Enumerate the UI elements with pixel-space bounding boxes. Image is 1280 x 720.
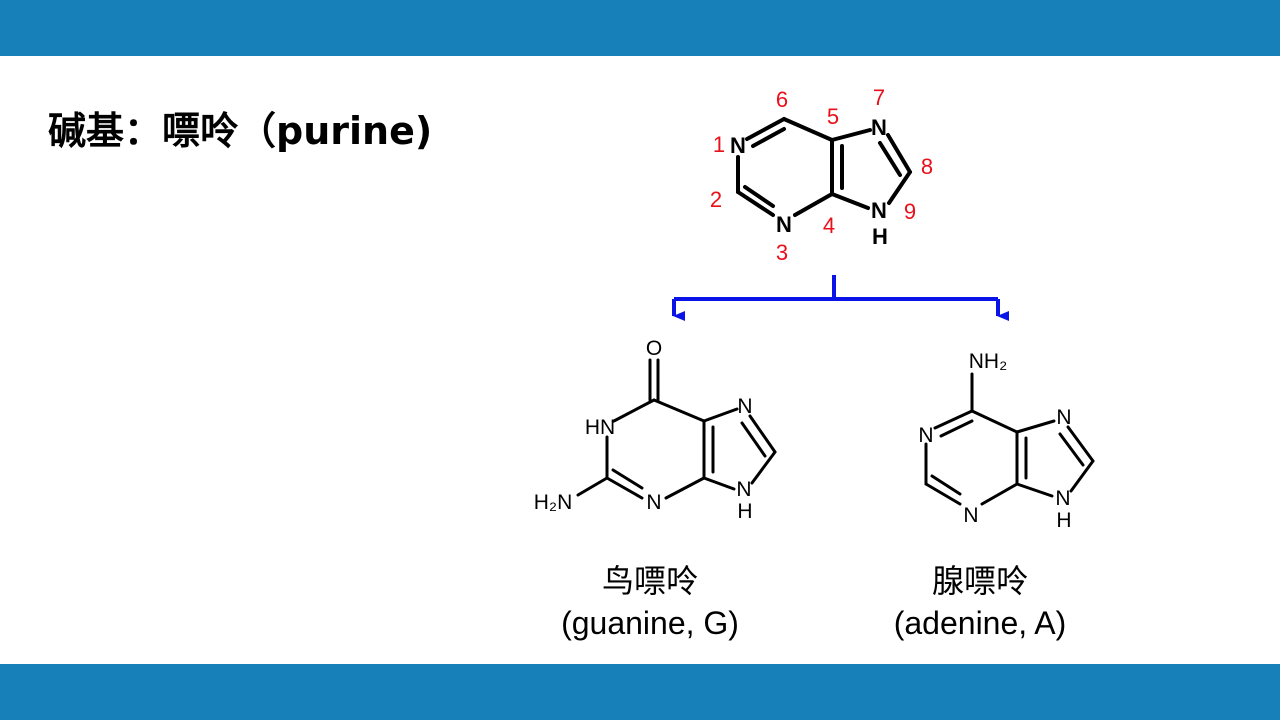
purine-atom-labels: N N N N H (730, 115, 888, 249)
branch-arrows (672, 275, 1009, 321)
guanine-atom-o: O (646, 337, 662, 360)
adenine-atom-labels: NH₂ N N N N H (918, 350, 1071, 532)
adenine-atom-n3: N (963, 504, 978, 527)
guanine-atom-hn: HN (585, 416, 615, 439)
guanine-caption: 鸟嘌呤 (guanine, G) (520, 560, 780, 644)
position-number-2: 2 (710, 187, 722, 212)
guanine-atom-n3: N (646, 491, 661, 514)
position-number-1: 1 (713, 132, 725, 157)
adenine-name-cn: 腺嘌呤 (931, 563, 1028, 599)
adenine-atom-n1: N (918, 424, 933, 447)
slide-title: 碱基：嘌呤（purine) (48, 109, 433, 153)
guanine-atom-n9: N (736, 478, 751, 501)
adenine-structure (924, 372, 1095, 506)
purine-atom-n7: N (871, 115, 887, 140)
adenine-name-en: (adenine, A) (893, 605, 1067, 641)
purine-atom-h9: H (872, 224, 888, 249)
purine-atom-n1: N (730, 133, 746, 158)
position-number-8: 8 (921, 154, 933, 179)
guanine-atom-labels: O HN H₂N N N N H (534, 337, 753, 523)
guanine-structure (576, 358, 777, 500)
guanine-name-en: (guanine, G) (561, 605, 739, 641)
adenine-atom-n9: N (1055, 487, 1070, 510)
guanine-atom-h9: H (737, 500, 752, 523)
purine-structure (736, 117, 912, 217)
position-number-3: 3 (776, 240, 788, 265)
adenine-atom-n7: N (1056, 406, 1071, 429)
adenine-caption: 腺嘌呤 (adenine, A) (850, 560, 1110, 644)
position-number-5: 5 (827, 104, 839, 129)
guanine-atom-n7: N (737, 395, 752, 418)
position-number-4: 4 (823, 213, 835, 238)
top-banner (0, 0, 1280, 56)
position-number-7: 7 (873, 85, 885, 110)
guanine-name-cn: 鸟嘌呤 (601, 563, 698, 599)
guanine-atom-h2n: H₂N (534, 491, 572, 514)
purine-atom-n3: N (776, 212, 792, 237)
bottom-banner (0, 664, 1280, 720)
purine-position-numbers: 1 2 3 4 5 6 7 8 9 (710, 85, 933, 265)
position-number-6: 6 (776, 87, 788, 112)
purine-atom-n9: N (871, 198, 887, 223)
position-number-9: 9 (904, 199, 916, 224)
adenine-atom-nh2: NH₂ (969, 350, 1007, 373)
adenine-atom-h9: H (1056, 509, 1071, 532)
